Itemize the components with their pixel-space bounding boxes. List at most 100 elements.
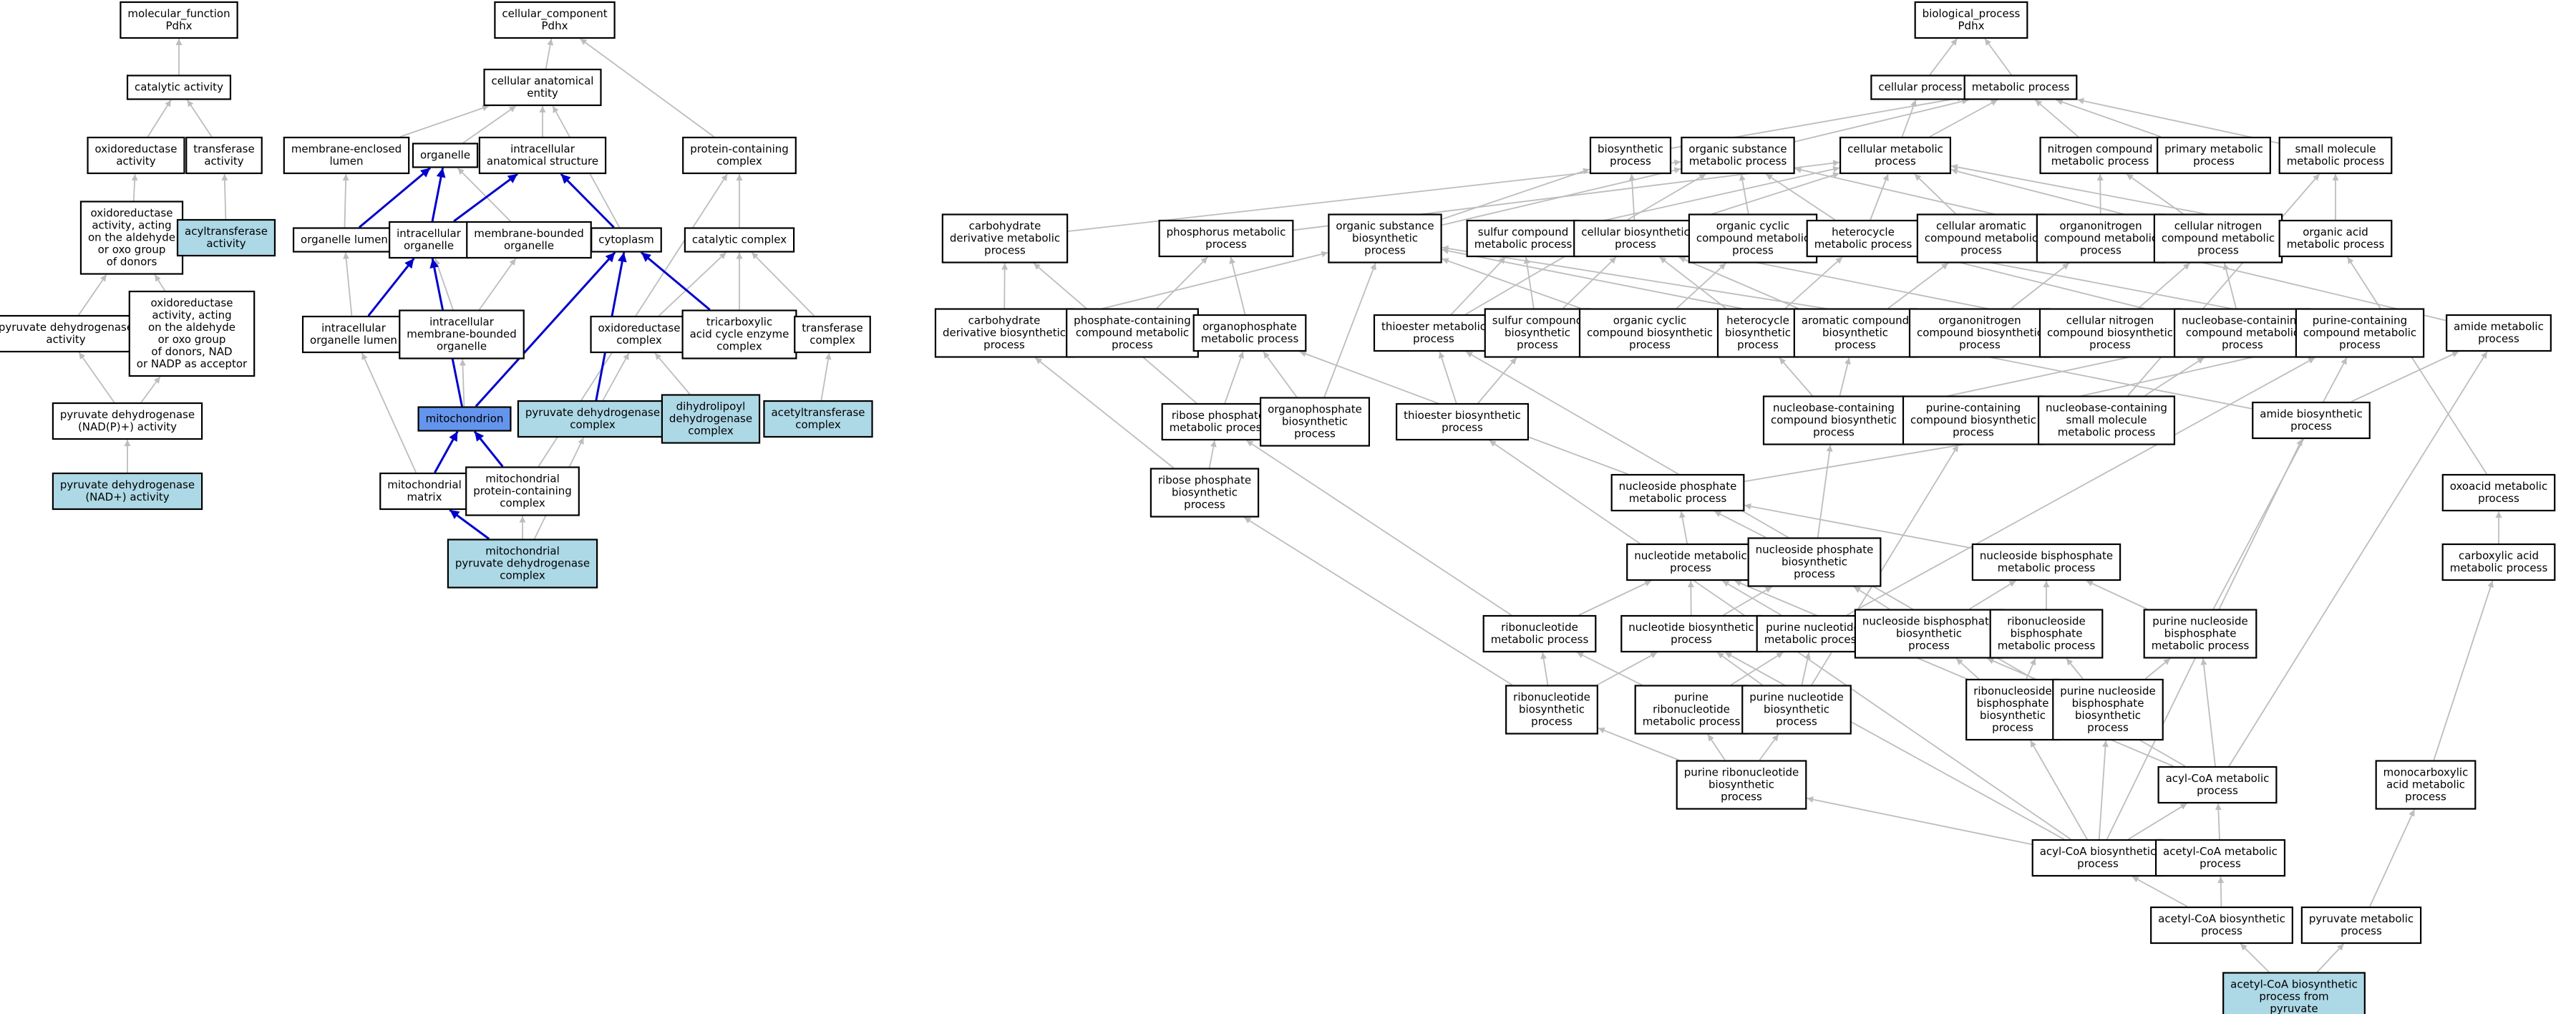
go-term-node-cat[interactable]: catalytic activity [126,74,232,100]
go-term-node-metp[interactable]: metabolic process [1963,74,2078,100]
go-term-node-mito[interactable]: mitochondrion [417,406,512,432]
go-term-node-cellp[interactable]: cellular process [1870,74,1970,100]
go-term-node-nbpb[interactable]: nucleoside bisphosphatebiosyntheticproce… [1854,609,2004,659]
go-term-node-pdhnadp[interactable]: pyruvate dehydrogenase(NAD(P)+) activity [52,402,203,440]
go-term-node-rnbb[interactable]: ribonucleosidebisphosphatebiosyntheticpr… [1965,678,2060,741]
go-term-node-pdhnad[interactable]: pyruvate dehydrogenase(NAD+) activity [52,472,203,511]
go-term-node-orglum[interactable]: organelle lumen [292,227,397,253]
go-term-node-catcx[interactable]: catalytic complex [684,227,795,253]
go-term-box [2031,839,2164,877]
go-term-node-pnbb[interactable]: purine nucleosidebisphosphatebiosyntheti… [2052,678,2164,741]
go-term-node-cyto[interactable]: cytoplasm [590,227,662,253]
go-term-node-org[interactable]: organelle [412,143,479,168]
